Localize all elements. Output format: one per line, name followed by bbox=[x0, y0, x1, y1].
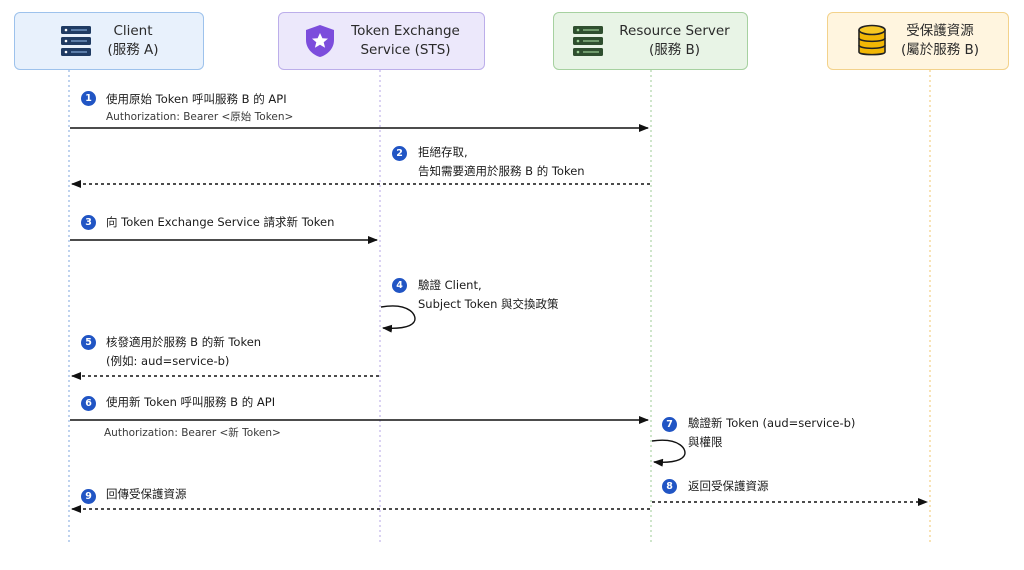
server-stack-icon bbox=[573, 26, 604, 56]
step-2-line-2: 告知需要適用於服務 B 的 Token bbox=[418, 164, 585, 178]
step-7-line-2: 與權限 bbox=[688, 435, 723, 449]
step-4-label: 驗證 Client, Subject Token 與交換政策 bbox=[418, 276, 559, 314]
actor-resource-label: 受保護資源 (屬於服務 B) bbox=[901, 22, 979, 60]
actor-sts-desc: Service (STS) bbox=[360, 42, 451, 58]
server-stack-icon bbox=[61, 26, 92, 56]
actor-sts: Token Exchange Service (STS) bbox=[278, 12, 485, 70]
step-5-line-1: 核發適用於服務 B 的新 Token bbox=[106, 335, 262, 349]
step-5-badge: 5 bbox=[81, 335, 96, 350]
actor-client-desc: (服務 A) bbox=[107, 42, 159, 58]
actor-sts-name: Token Exchange bbox=[351, 23, 460, 39]
arrow-step-4 bbox=[380, 305, 416, 333]
actor-resource-name: 受保護資源 bbox=[906, 23, 974, 39]
actor-rs-name: Resource Server bbox=[619, 23, 730, 39]
shield-star-icon bbox=[306, 25, 335, 57]
step-9-badge: 9 bbox=[81, 489, 96, 504]
step-2-line-1: 拒絕存取, bbox=[418, 145, 468, 159]
step-8-label: 返回受保護資源 bbox=[688, 479, 769, 493]
step-5-label: 核發適用於服務 B 的新 Token (例如: aud=service-b) bbox=[106, 333, 261, 371]
actor-resource-desc: (屬於服務 B) bbox=[900, 42, 980, 58]
actor-client-name: Client bbox=[113, 23, 153, 39]
step-5-line-2: (例如: aud=service-b) bbox=[106, 354, 230, 368]
actor-rs-desc: (服務 B) bbox=[648, 42, 701, 58]
step-1-label: 使用原始 Token 呼叫服務 B 的 API bbox=[106, 92, 287, 106]
actor-sts-label: Token Exchange Service (STS) bbox=[351, 22, 460, 60]
step-3-label: 向 Token Exchange Service 請求新 Token bbox=[106, 215, 335, 229]
step-1-badge: 1 bbox=[81, 91, 96, 106]
step-6-label: 使用新 Token 呼叫服務 B 的 API bbox=[106, 395, 276, 409]
step-1-sublabel: Authorization: Bearer <原始 Token> bbox=[106, 111, 294, 123]
database-icon bbox=[858, 24, 886, 56]
actor-client-label: Client (服務 A) bbox=[107, 22, 158, 60]
actor-rs-label: Resource Server (服務 B) bbox=[619, 22, 729, 60]
arrow-step-7 bbox=[651, 439, 686, 467]
step-4-line-1: 驗證 Client, bbox=[418, 278, 482, 292]
actor-client: Client (服務 A) bbox=[14, 12, 204, 70]
step-7-line-1: 驗證新 Token (aud=service-b) bbox=[688, 416, 856, 430]
step-3-badge: 3 bbox=[81, 215, 96, 230]
step-9-label: 回傳受保護資源 bbox=[106, 487, 187, 501]
step-8-badge: 8 bbox=[662, 479, 677, 494]
step-7-label: 驗證新 Token (aud=service-b) 與權限 bbox=[688, 414, 855, 452]
step-2-label: 拒絕存取, 告知需要適用於服務 B 的 Token bbox=[418, 143, 585, 181]
step-2-badge: 2 bbox=[392, 146, 407, 161]
step-4-badge: 4 bbox=[392, 278, 407, 293]
step-7-badge: 7 bbox=[662, 417, 677, 432]
actor-resource: 受保護資源 (屬於服務 B) bbox=[827, 12, 1009, 70]
step-6-sublabel: Authorization: Bearer <新 Token> bbox=[104, 427, 281, 439]
step-6-badge: 6 bbox=[81, 396, 96, 411]
step-4-line-2: Subject Token 與交換政策 bbox=[418, 297, 559, 311]
actor-rs: Resource Server (服務 B) bbox=[553, 12, 748, 70]
